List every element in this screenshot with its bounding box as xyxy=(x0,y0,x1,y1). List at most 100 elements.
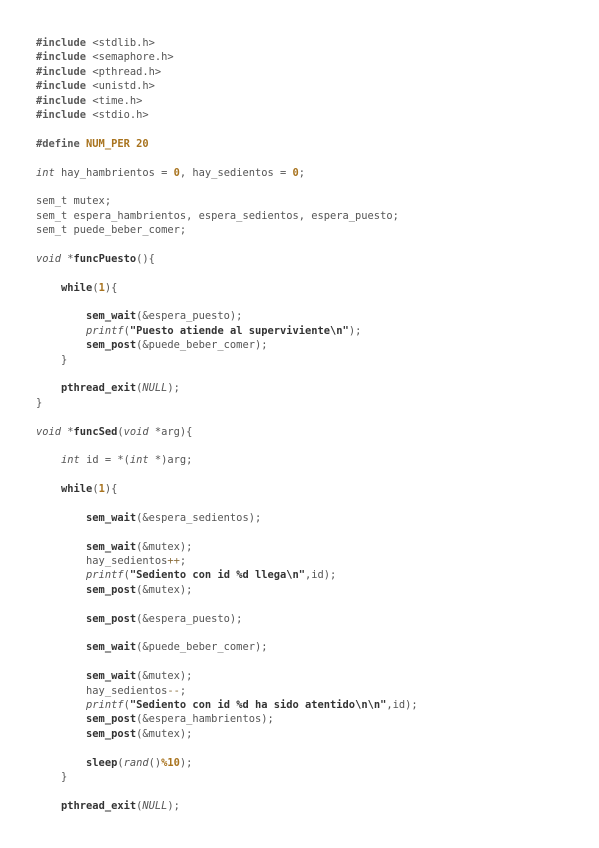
code-line: sem_post(&espera_hambrientos); xyxy=(36,712,591,726)
code-token xyxy=(36,541,86,553)
code-token: sem_wait xyxy=(86,310,137,323)
code-token: "Sediento con id %d ha sido atentido\n\n… xyxy=(129,698,387,711)
code-token: NUM_PER 20 xyxy=(86,137,149,150)
code-token xyxy=(36,713,86,725)
code-token: rand xyxy=(123,756,149,769)
code-token: %10 xyxy=(161,756,180,769)
code-token: while xyxy=(61,483,93,496)
code-token: sem_post xyxy=(86,713,137,726)
code-token: while xyxy=(61,281,93,294)
code-token: NULL xyxy=(142,799,168,812)
code-token: sem_t mutex; xyxy=(36,195,112,208)
code-token: ( xyxy=(92,483,99,496)
code-token: ){ xyxy=(104,483,118,496)
code-line xyxy=(36,367,591,381)
code-token: #include xyxy=(36,80,93,93)
code-token: sem_t espera_hambrientos, espera_sedient… xyxy=(36,209,399,222)
code-token: "Puesto atiende al superviviente\n" xyxy=(129,324,349,337)
code-token: int xyxy=(36,166,55,179)
code-line: sem_wait(&mutex); xyxy=(36,540,591,554)
code-token: NULL xyxy=(142,382,168,395)
code-token xyxy=(36,483,61,495)
code-line: sem_post(&mutex); xyxy=(36,583,591,597)
code-token: <unistd.h> xyxy=(92,80,155,93)
code-line xyxy=(36,626,591,640)
code-token: ); xyxy=(167,799,180,812)
code-token: (&espera_sedientos); xyxy=(136,511,262,524)
code-token: void xyxy=(36,425,62,438)
code-line: #include <time.h> xyxy=(36,94,591,108)
code-token: (&espera_hambrientos); xyxy=(136,713,274,726)
code-token: sem_post xyxy=(86,612,137,625)
code-line: sem_wait(&espera_puesto); xyxy=(36,309,591,323)
code-line: #include <stdio.h> xyxy=(36,108,591,122)
code-line: sem_wait(&mutex); xyxy=(36,669,591,683)
code-line: printf("Sediento con id %d ha sido atent… xyxy=(36,698,591,712)
code-token: <pthread.h> xyxy=(92,65,162,78)
code-token: ( xyxy=(92,281,99,294)
code-line xyxy=(36,237,591,251)
code-token: #define xyxy=(36,137,87,150)
code-line: sem_post(&mutex); xyxy=(36,727,591,741)
code-token: , hay_sedientos = xyxy=(179,166,293,179)
code-token: funcSed xyxy=(73,425,118,438)
code-token: (&espera_puesto); xyxy=(136,310,243,323)
code-token: (&mutex); xyxy=(136,727,193,740)
code-line: #include <stdlib.h> xyxy=(36,36,591,50)
code-line xyxy=(36,122,591,136)
code-token: printf xyxy=(86,324,124,337)
code-line: } xyxy=(36,353,591,367)
code-line: pthread_exit(NULL); xyxy=(36,799,591,813)
code-token: } xyxy=(36,770,68,783)
code-token: *)arg; xyxy=(148,454,193,467)
code-line: } xyxy=(36,396,591,410)
code-token: pthread_exit xyxy=(61,799,137,812)
code-token: ){ xyxy=(104,281,118,294)
code-token: *arg){ xyxy=(148,425,193,438)
code-token xyxy=(36,282,61,294)
code-token: void xyxy=(123,425,149,438)
code-line: sem_t puede_beber_comer; xyxy=(36,223,591,237)
code-token: sem_wait xyxy=(86,670,137,683)
code-token: 0 xyxy=(292,166,299,179)
code-token: #include xyxy=(36,37,93,49)
code-token: ( xyxy=(123,569,130,582)
code-token xyxy=(36,454,61,466)
code-token: ; xyxy=(179,684,187,697)
code-token: sem_post xyxy=(86,583,137,596)
code-token: <time.h> xyxy=(92,94,143,107)
code-line: sleep(rand()%10); xyxy=(36,756,591,770)
code-token xyxy=(36,569,86,581)
code-token: ,id); xyxy=(305,569,337,582)
code-token: <semaphore.h> xyxy=(92,51,174,64)
code-line: sem_post(&puede_beber_comer); xyxy=(36,338,591,352)
code-line xyxy=(36,295,591,309)
code-line xyxy=(36,655,591,669)
code-token: * xyxy=(61,252,74,265)
code-token: sem_wait xyxy=(86,641,137,654)
code-token: () xyxy=(148,756,162,769)
code-token: } xyxy=(36,396,43,409)
code-token: hay_hambrientos = xyxy=(54,166,174,179)
code-token: pthread_exit xyxy=(61,382,137,395)
code-token xyxy=(36,339,86,351)
code-token: (&puede_beber_comer); xyxy=(136,339,268,352)
code-listing: #include <stdlib.h>#include <semaphore.h… xyxy=(36,36,591,813)
code-line xyxy=(36,497,591,511)
code-line: sem_t mutex; xyxy=(36,194,591,208)
code-token: ++ xyxy=(167,555,180,568)
code-token: (&puede_beber_comer); xyxy=(136,641,268,654)
code-token xyxy=(36,382,61,394)
code-token xyxy=(36,699,86,711)
code-token: hay_sedientos xyxy=(36,684,168,697)
code-line xyxy=(36,410,591,424)
code-line xyxy=(36,597,591,611)
code-token xyxy=(36,613,86,625)
code-token: (&mutex); xyxy=(136,670,193,683)
code-token: sem_post xyxy=(86,727,137,740)
code-token: void xyxy=(36,252,62,265)
code-line: hay_sedientos++; xyxy=(36,554,591,568)
code-token: 0 xyxy=(173,166,180,179)
code-token: ( xyxy=(136,382,143,395)
code-line: printf("Puesto atiende al superviviente\… xyxy=(36,324,591,338)
